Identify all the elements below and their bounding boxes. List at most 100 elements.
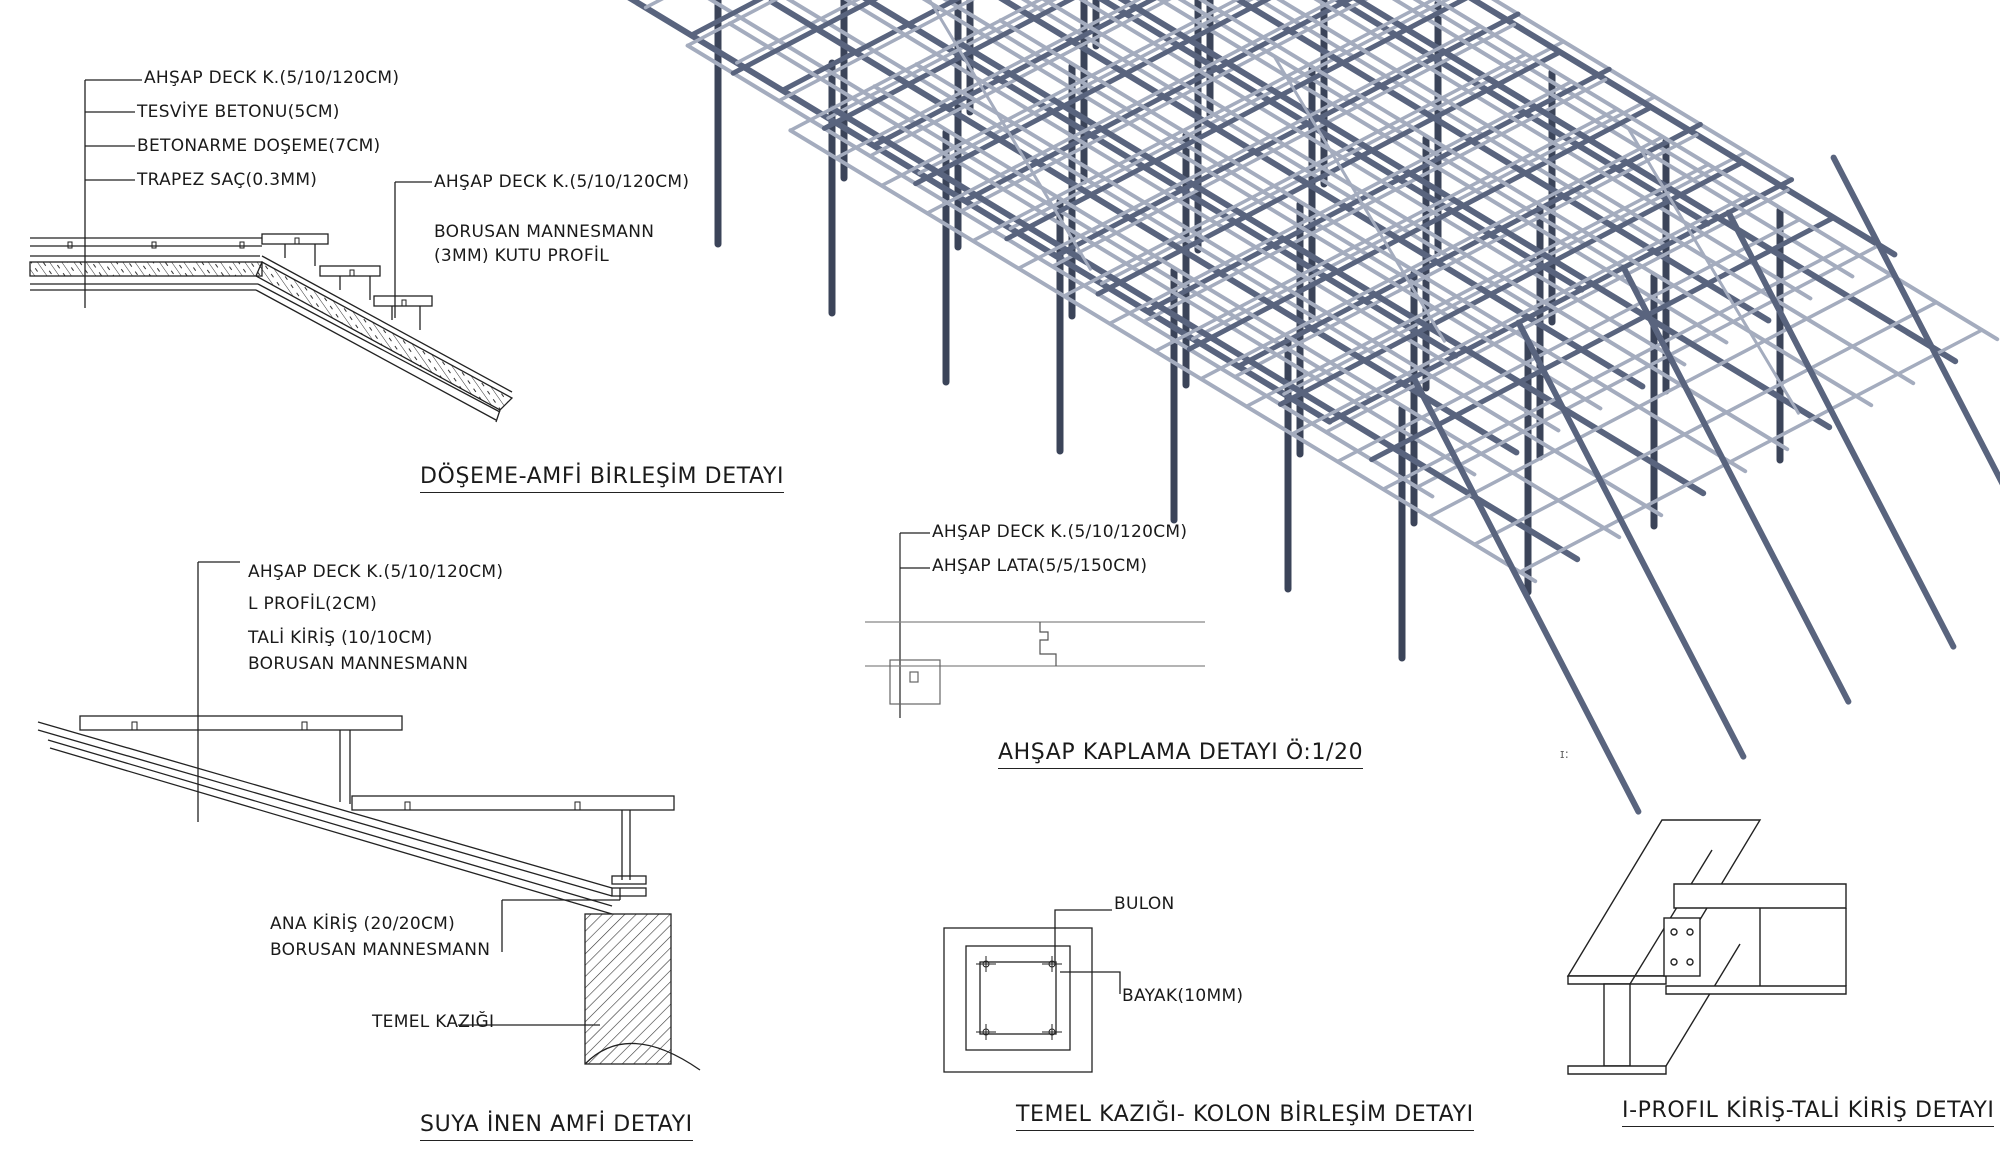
frame-joist bbox=[1191, 95, 1657, 341]
floor-label-leveling: TESVİYE BETONU(5CM) bbox=[137, 102, 340, 122]
water-label-secondary-2: BORUSAN MANNESMANN bbox=[248, 654, 469, 674]
cladding-detail-title: AHŞAP KAPLAMA DETAYI Ö:1/20 bbox=[998, 742, 1364, 769]
water-label-main-1: ANA KİRİŞ (20/20CM) bbox=[270, 914, 456, 934]
frame-beam bbox=[1233, 0, 1772, 324]
frame-joist bbox=[1053, 11, 1521, 259]
floor-label-slab: BETONARME DOŞEME(7CM) bbox=[137, 136, 381, 156]
frame-stringer bbox=[1830, 154, 2000, 486]
pile-column-detail bbox=[943, 909, 1121, 1073]
floor-slab bbox=[29, 237, 263, 291]
frame-joist bbox=[1144, 66, 1612, 314]
floor-label-deck-step: AHŞAP DECK K.(5/10/120CM) bbox=[434, 172, 690, 192]
frame-beam bbox=[1491, 0, 1794, 182]
frame-brace bbox=[1626, 126, 1800, 415]
frame-joist bbox=[735, 0, 861, 65]
frame-joist bbox=[1199, 135, 1665, 381]
cladding-label-lath: AHŞAP LATA(5/5/150CM) bbox=[932, 556, 1148, 576]
floor-slope bbox=[255, 255, 514, 423]
frame-beam bbox=[1041, 0, 1790, 452]
water-amphi-detail bbox=[37, 561, 701, 1071]
frame-joist bbox=[871, 0, 1157, 149]
cladding-detail bbox=[865, 532, 1205, 718]
frame-joist bbox=[788, 0, 1044, 133]
connection-plate bbox=[1663, 917, 1701, 977]
water-label-lprofile: L PROFİL(2CM) bbox=[248, 594, 378, 614]
frame-joist bbox=[1153, 107, 1619, 353]
water-label-pile: TEMEL KAZIĞI bbox=[372, 1012, 495, 1032]
frame-beam bbox=[914, 62, 1664, 518]
frame-joist bbox=[1062, 52, 1528, 298]
iprofile-detail bbox=[1566, 819, 1847, 1075]
frame-beam bbox=[872, 84, 1622, 540]
frame-joist bbox=[1016, 24, 1483, 271]
frame-joist bbox=[1282, 150, 1748, 396]
frame-beam bbox=[788, 128, 1538, 584]
frame-joist bbox=[777, 0, 976, 103]
cladding-label-deck: AHŞAP DECK K.(5/10/120CM) bbox=[932, 522, 1188, 542]
frame-beam bbox=[1432, 0, 2000, 342]
frame-brace bbox=[927, 0, 1092, 271]
pile-label-bolt: BULON bbox=[1114, 894, 1175, 914]
frame-joist bbox=[1244, 162, 1711, 409]
frame-joist bbox=[1099, 39, 1566, 286]
frame-beam bbox=[1078, 0, 1687, 367]
frame-joist bbox=[1290, 190, 1756, 436]
frame-joist bbox=[1235, 121, 1703, 369]
ibeam-bottom-flange bbox=[1567, 1065, 1667, 1075]
steel-frame-model bbox=[627, 0, 2000, 815]
frame-beam bbox=[1117, 0, 1833, 431]
water-steps bbox=[79, 715, 675, 897]
frame-joist bbox=[730, 0, 879, 76]
frame-model-mark: ɪ: bbox=[1560, 747, 1570, 761]
frame-beam bbox=[1352, 0, 1959, 365]
frame-joist bbox=[834, 0, 1142, 160]
pile-detail-title: TEMEL KAZIĞI- KOLON BİRLEŞİM DETAYI bbox=[1016, 1104, 1474, 1131]
secondary-beam bbox=[1673, 883, 1847, 909]
frame-joist bbox=[917, 0, 1254, 175]
plate-leader bbox=[1060, 971, 1121, 994]
water-leaders bbox=[197, 561, 621, 1026]
water-label-deck: AHŞAP DECK K.(5/10/120CM) bbox=[248, 562, 504, 582]
frame-joist bbox=[1327, 177, 1795, 425]
frame-beam bbox=[829, 105, 1581, 563]
water-slope-beams bbox=[37, 721, 613, 915]
frame-stringer bbox=[1410, 374, 1642, 815]
frame-joist bbox=[1427, 273, 1893, 519]
frame-beam bbox=[998, 18, 1748, 474]
frame-beam bbox=[1468, 0, 1898, 258]
frame-joist bbox=[685, 0, 779, 48]
water-bolts bbox=[131, 721, 581, 811]
frame-stringer bbox=[1620, 264, 1852, 705]
frame-joist bbox=[826, 0, 1058, 120]
frame-joist bbox=[1107, 79, 1574, 326]
frame-joist bbox=[1518, 328, 1984, 574]
iprofile-detail-title: I-PROFIL KİRİŞ-TALİ KİRİŞ DETAYI bbox=[1622, 1100, 1995, 1127]
floor-detail-title: DÖŞEME-AMFİ BİRLEŞİM DETAYI bbox=[420, 466, 785, 493]
frame-beam bbox=[1156, 0, 1729, 345]
water-label-main-2: BORUSAN MANNESMANN bbox=[270, 940, 491, 960]
frame-beam bbox=[1391, 0, 1855, 279]
floor-label-profile-2: (3MM) KUTU PROFİL bbox=[434, 246, 609, 266]
frame-brace bbox=[1272, 54, 1446, 343]
frame-beam bbox=[955, 39, 1707, 497]
frame-joist bbox=[879, 0, 1240, 188]
water-pile bbox=[584, 913, 701, 1071]
pile-bolts bbox=[976, 956, 1062, 1040]
floor-label-deck: AHŞAP DECK K.(5/10/120CM) bbox=[144, 68, 400, 88]
floor-junction-detail bbox=[29, 79, 514, 423]
water-label-secondary-1: TALİ KİRİŞ (10/10CM) bbox=[248, 628, 433, 648]
pile-label-plate: BAYAK(10MM) bbox=[1122, 986, 1244, 1006]
frame-joist bbox=[1008, 0, 1451, 231]
frame-stringer bbox=[1725, 209, 1957, 650]
floor-bolts bbox=[67, 237, 407, 307]
frame-joist bbox=[1335, 217, 1802, 464]
floor-label-trapez: TRAPEZ SAÇ(0.3MM) bbox=[137, 170, 318, 190]
water-detail-title: SUYA İNEN AMFİ DETAYI bbox=[420, 1114, 693, 1141]
frame-joist bbox=[925, 0, 1338, 215]
frame-joist bbox=[962, 0, 1354, 204]
frame-beam bbox=[1276, 0, 1916, 386]
floor-label-profile-1: BORUSAN MANNESMANN bbox=[434, 222, 655, 242]
bolt-leader bbox=[1054, 909, 1112, 962]
